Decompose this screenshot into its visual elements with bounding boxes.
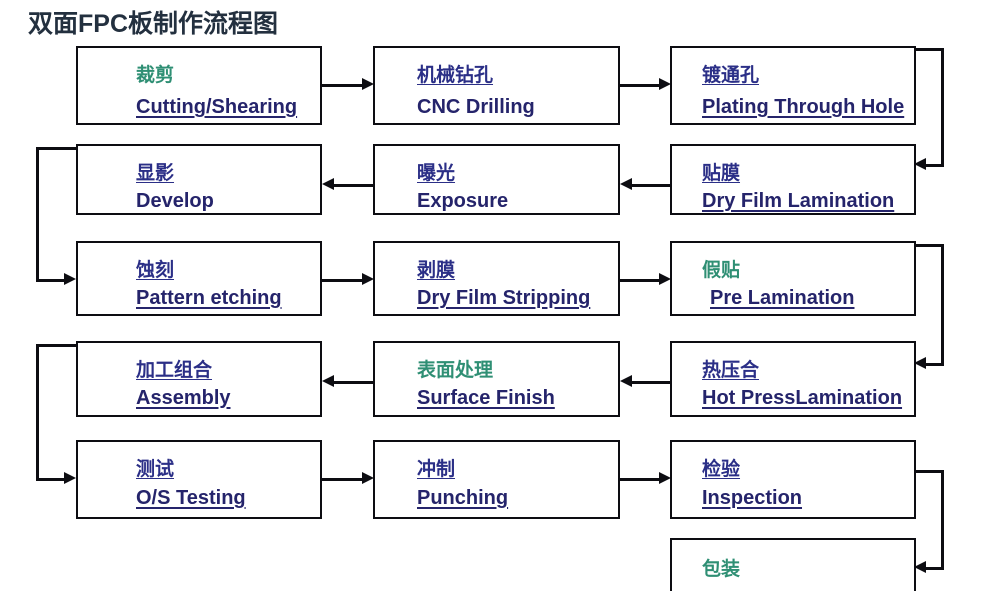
edge-hotpress-to-surface [628, 381, 670, 384]
node-os-testing[interactable]: 测试 O/S Testing [76, 440, 322, 519]
node-cn-label: 镀通孔 [702, 64, 760, 86]
arrowhead-icon [914, 561, 926, 573]
node-assembly[interactable]: 加工组合 Assembly [76, 341, 322, 417]
edge-develop-to-etching-bottom [36, 279, 66, 282]
node-cutting-shearing[interactable]: 裁剪 Cutting/Shearing [76, 46, 322, 125]
node-cn-label: 机械钻孔 [417, 64, 494, 86]
node-cn-label: 裁剪 [136, 64, 175, 86]
edge-stripping-to-prelam [620, 279, 663, 282]
edge-develop-to-etching-vert [36, 147, 39, 281]
node-cn-label: 检验 [702, 458, 741, 480]
edge-plating-to-lamination-bottom [924, 164, 944, 167]
arrowhead-icon [659, 273, 671, 285]
arrowhead-icon [64, 472, 76, 484]
arrowhead-icon [362, 78, 374, 90]
node-en-label: CNC Drilling [417, 96, 535, 118]
arrowhead-icon [322, 375, 334, 387]
arrowhead-icon [322, 178, 334, 190]
edge-exposure-to-develop [331, 184, 373, 187]
node-dry-film-lamination[interactable]: 贴膜 Dry Film Lamination [670, 144, 916, 215]
edge-prelam-to-hotpress-bottom [924, 363, 944, 366]
edge-surface-to-assembly [331, 381, 373, 384]
edge-inspection-to-packaging-bottom [924, 567, 944, 570]
node-plating-through-hole[interactable]: 镀通孔 Plating Through Hole [670, 46, 916, 125]
arrowhead-icon [620, 178, 632, 190]
edge-assembly-to-testing-bottom [36, 478, 66, 481]
arrowhead-icon [914, 158, 926, 170]
node-en-label: Inspection [702, 487, 803, 509]
edge-punching-to-inspection [620, 478, 663, 481]
edge-prelam-to-hotpress-top [916, 244, 944, 247]
node-en-label: Punching [417, 487, 509, 509]
edge-lamination-to-exposure [628, 184, 670, 187]
node-pattern-etching[interactable]: 蚀刻 Pattern etching [76, 241, 322, 316]
node-en-label: Plating Through Hole [702, 96, 905, 118]
node-en-label: Dry Film Stripping [417, 287, 591, 309]
node-en-label: Pattern etching [136, 287, 282, 309]
node-dry-film-stripping[interactable]: 剥膜 Dry Film Stripping [373, 241, 620, 316]
node-en-label: Hot PressLamination [702, 387, 903, 409]
node-cn-label: 热压合 [702, 359, 760, 381]
node-cn-label: 包装 [702, 558, 741, 580]
node-cn-label: 曝光 [417, 162, 456, 184]
node-cn-label: 蚀刻 [136, 259, 175, 281]
node-cn-label: 贴膜 [702, 162, 741, 184]
node-cn-label: 加工组合 [136, 359, 213, 381]
node-en-label: Cutting/Shearing [136, 96, 298, 118]
node-cn-label: 假贴 [702, 259, 741, 281]
node-develop[interactable]: 显影 Develop [76, 144, 322, 215]
arrowhead-icon [362, 273, 374, 285]
node-punching[interactable]: 冲制 Punching [373, 440, 620, 519]
node-en-label: Surface Finish [417, 387, 555, 409]
node-en-label: Exposure [417, 190, 509, 212]
node-cn-label: 测试 [136, 458, 175, 480]
edge-plating-to-lamination-vert [941, 48, 944, 166]
arrowhead-icon [64, 273, 76, 285]
node-hot-press-lamination[interactable]: 热压合 Hot PressLamination [670, 341, 916, 417]
node-cn-label: 剥膜 [417, 259, 456, 281]
node-en-label: Dry Film Lamination [702, 190, 895, 212]
edge-etching-to-stripping [322, 279, 366, 282]
arrowhead-icon [659, 472, 671, 484]
node-exposure[interactable]: 曝光 Exposure [373, 144, 620, 215]
edge-cutting-to-drilling [322, 84, 366, 87]
page-title: 双面FPC板制作流程图 [28, 10, 279, 38]
node-en-label: Develop [136, 190, 214, 212]
node-cn-label: 显影 [136, 162, 175, 184]
node-packaging[interactable]: 包装 [670, 538, 916, 591]
node-inspection[interactable]: 检验 Inspection [670, 440, 916, 519]
edge-testing-to-punching [322, 478, 366, 481]
node-en-label: Assembly [136, 387, 231, 409]
node-cn-label: 表面处理 [417, 359, 494, 381]
node-pre-lamination[interactable]: 假贴 Pre Lamination [670, 241, 916, 316]
edge-prelam-to-hotpress-vert [941, 244, 944, 365]
edge-plating-to-lamination-top [916, 48, 944, 51]
edge-inspection-to-packaging-vert [941, 470, 944, 569]
edge-drilling-to-plating [620, 84, 663, 87]
edge-develop-to-etching-top [36, 147, 78, 150]
node-cn-label: 冲制 [417, 458, 456, 480]
arrowhead-icon [362, 472, 374, 484]
edge-assembly-to-testing-top [36, 344, 78, 347]
edge-assembly-to-testing-vert [36, 344, 39, 480]
arrowhead-icon [914, 357, 926, 369]
node-surface-finish[interactable]: 表面处理 Surface Finish [373, 341, 620, 417]
arrowhead-icon [659, 78, 671, 90]
node-en-label: O/S Testing [136, 487, 246, 509]
arrowhead-icon [620, 375, 632, 387]
node-en-label: Pre Lamination [710, 287, 855, 309]
node-cnc-drilling[interactable]: 机械钻孔 CNC Drilling [373, 46, 620, 125]
edge-inspection-to-packaging-top [916, 470, 944, 473]
